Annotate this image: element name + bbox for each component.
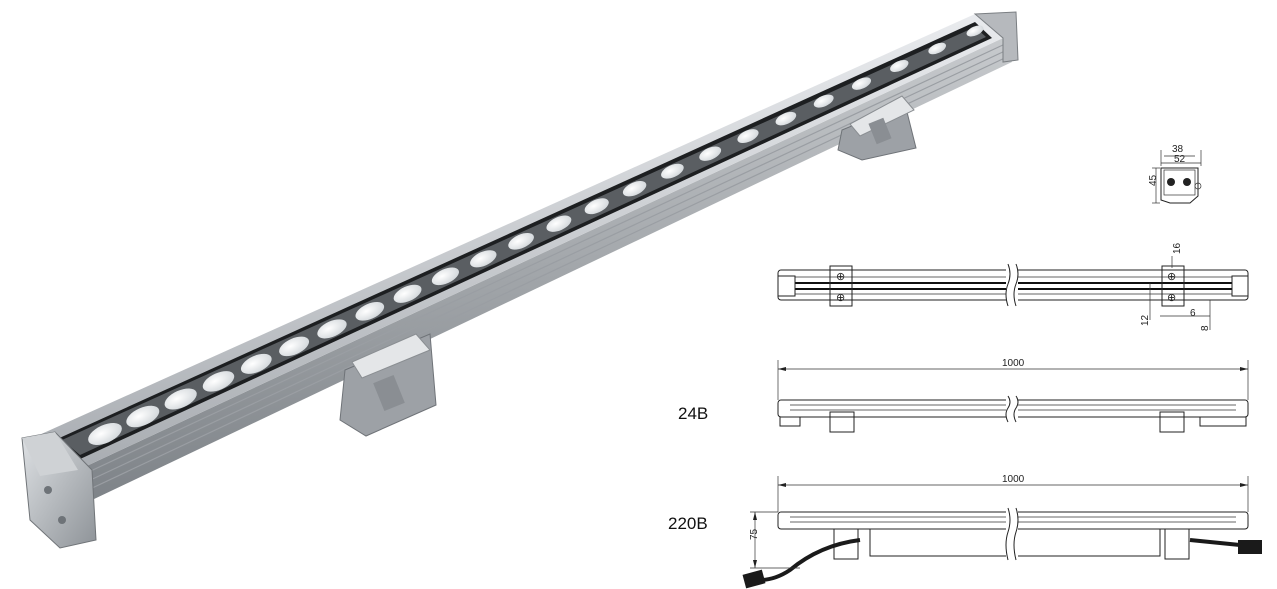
end-cap-screw bbox=[44, 486, 52, 494]
svg-text:⊕: ⊕ bbox=[836, 271, 845, 283]
led-lens bbox=[164, 388, 197, 410]
variant-24v-label: 24В bbox=[678, 404, 708, 423]
led-lens bbox=[584, 198, 609, 215]
top-view-dim-b: 12 bbox=[1140, 314, 1151, 326]
led-lens bbox=[240, 353, 272, 374]
bracket-right bbox=[837, 95, 917, 161]
variant-220v-label: 220В bbox=[668, 514, 708, 533]
led-bar-render bbox=[21, 11, 1019, 549]
led-lens bbox=[622, 181, 647, 197]
top-view-drawing: ⊕ ⊕ ⊕ ⊕ 16 12 6 8 bbox=[777, 242, 1249, 331]
led-lens bbox=[928, 42, 946, 55]
end-cap-screw bbox=[58, 516, 66, 524]
led-lens bbox=[508, 232, 534, 250]
svg-text:⊕: ⊕ bbox=[1167, 271, 1176, 283]
led-lens bbox=[393, 284, 422, 303]
led-lens bbox=[890, 60, 909, 72]
led-lens bbox=[279, 336, 310, 357]
side-view-24v: 24В 1000 bbox=[678, 358, 1249, 433]
led-lens bbox=[88, 422, 122, 446]
cross-section-height: 45 bbox=[1148, 174, 1159, 186]
top-view-dim-a: 16 bbox=[1172, 242, 1183, 254]
top-view-dim-d: 8 bbox=[1200, 325, 1211, 331]
cross-section-drawing: 52 38 45 bbox=[1148, 144, 1202, 204]
led-lens bbox=[470, 250, 497, 268]
led-lens bbox=[431, 267, 459, 286]
led-lens bbox=[699, 146, 722, 161]
svg-text:⊕: ⊕ bbox=[836, 292, 845, 304]
led-lens bbox=[202, 371, 235, 392]
led-lens bbox=[126, 405, 160, 428]
end-cap-face bbox=[22, 432, 78, 476]
cross-section-width-inner: 38 bbox=[1172, 144, 1184, 155]
bar-side-face bbox=[78, 38, 1012, 500]
height-220v: 75 bbox=[749, 528, 760, 540]
bracket-left bbox=[339, 333, 437, 437]
end-cap-right bbox=[973, 11, 1019, 63]
led-lens bbox=[355, 301, 385, 321]
led-lens bbox=[661, 163, 684, 179]
length-24v: 1000 bbox=[1002, 358, 1025, 369]
led-lens bbox=[813, 94, 834, 108]
length-220v: 1000 bbox=[1002, 474, 1025, 485]
led-lens bbox=[851, 77, 872, 90]
cross-section-width-outer: 52 bbox=[1174, 154, 1186, 165]
led-lens bbox=[775, 111, 797, 126]
led-lens bbox=[317, 319, 347, 339]
led-array bbox=[88, 25, 984, 446]
side-view-220v: 220В 1000 75 bbox=[668, 474, 1262, 589]
top-view-dim-c: 6 bbox=[1190, 308, 1196, 319]
svg-text:⊕: ⊕ bbox=[1167, 292, 1176, 304]
led-lens bbox=[966, 25, 984, 37]
led-lens bbox=[737, 129, 759, 144]
led-lens bbox=[546, 215, 572, 232]
